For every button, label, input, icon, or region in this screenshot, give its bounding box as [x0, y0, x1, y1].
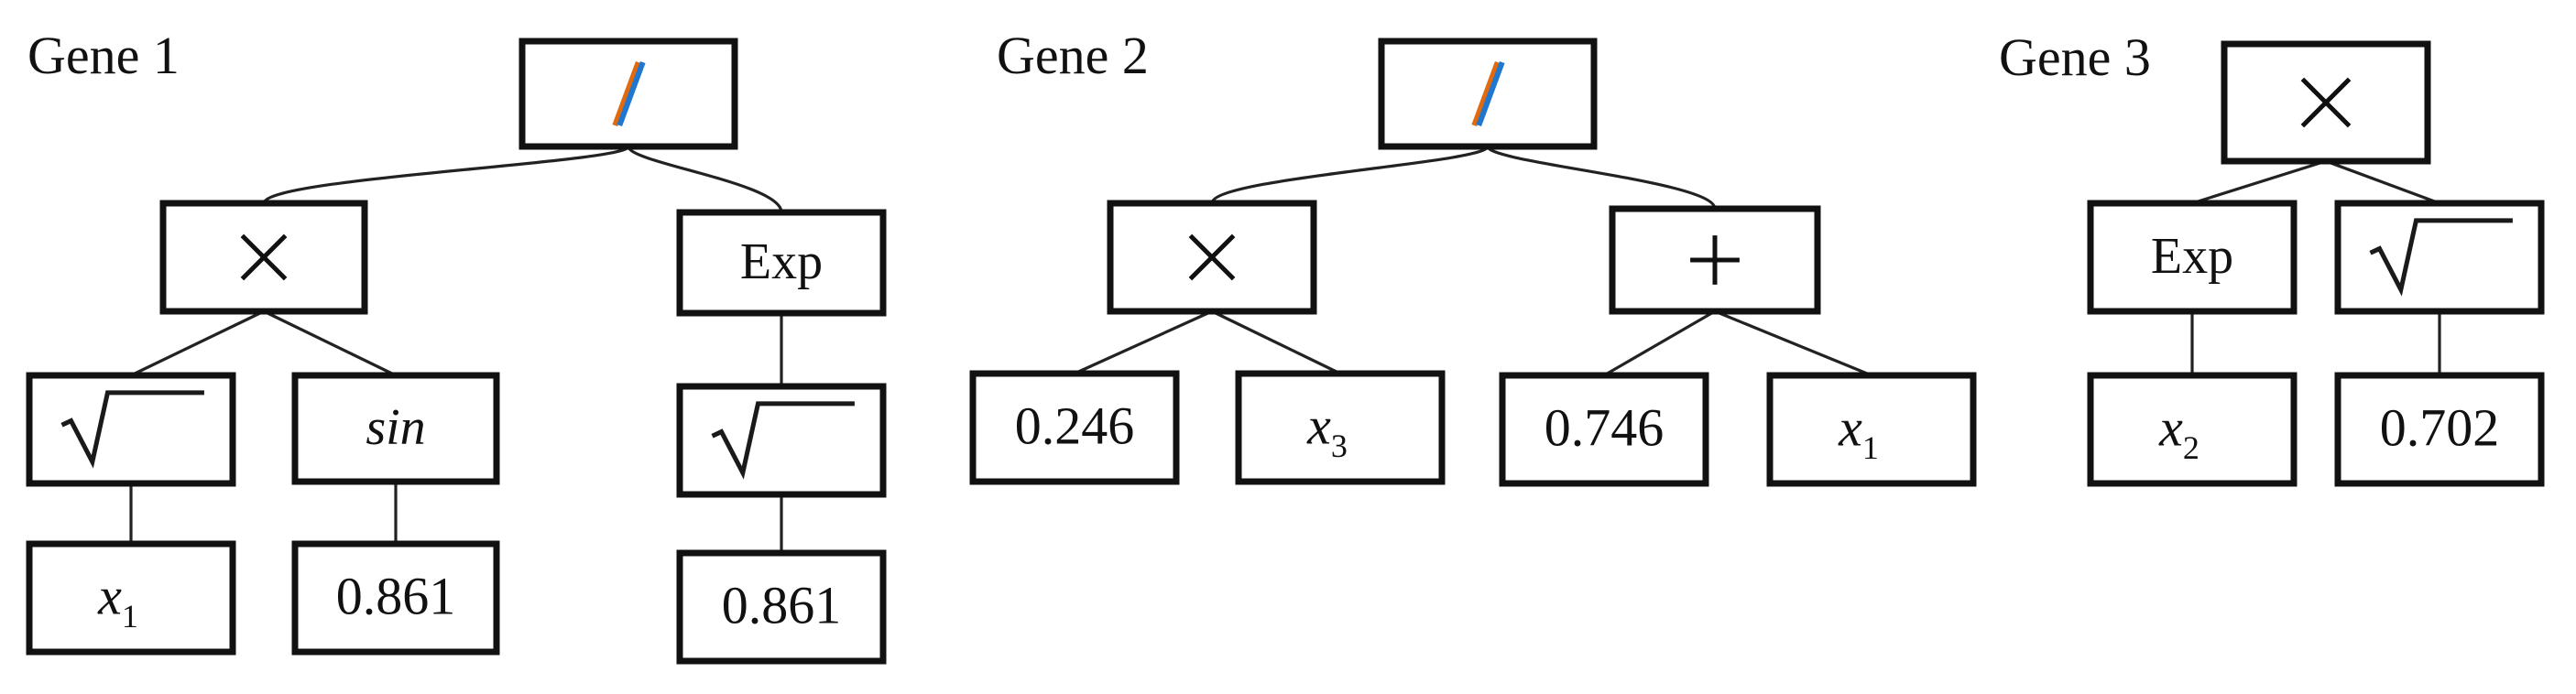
nodes-layer: Exp sin x1 0.861 0.861 0.246 x3 0.746 x1 Exp x2 0.7… — [26, 38, 2545, 665]
tree-edge-g2-add-to-g2-x1 — [1714, 309, 1872, 377]
tree-edge-g2-mul-to-g2-c246 — [1074, 309, 1213, 375]
node-label-g3-exp: Exp — [2151, 228, 2233, 285]
multiply-icon-stroke-2 — [240, 233, 288, 281]
node-subscript-g2-x3: 3 — [1331, 428, 1348, 464]
gene-label-1: Gene 1 — [27, 26, 180, 85]
divide-icon-stroke-right — [1476, 60, 1505, 127]
gene-label-2: Gene 2 — [997, 26, 1149, 85]
tree-edge-g2-mul-to-g2-x3 — [1211, 309, 1341, 375]
node-subscript-g2-x1: 1 — [1862, 429, 1879, 466]
tree-node-g2-root[interactable] — [1378, 38, 1598, 150]
divide-icon-stroke-right — [617, 60, 646, 127]
tree-node-g3-exp[interactable]: Exp — [2087, 200, 2298, 315]
node-box-g1-sin[interactable] — [291, 372, 500, 485]
tree-node-g2-x3[interactable]: x3 — [1235, 370, 1446, 485]
node-box-g3-x2[interactable] — [2087, 372, 2298, 487]
node-label-g3-c702: 0.702 — [2380, 397, 2500, 457]
node-box-g1-exp[interactable] — [676, 209, 887, 317]
node-subscript-g3-x2: 2 — [2183, 429, 2199, 466]
tree-node-g3-sqrt[interactable] — [2334, 200, 2545, 315]
tree-node-g3-c702[interactable]: 0.702 — [2334, 372, 2545, 487]
tree-edge-g1-mul-to-g1-sin — [263, 309, 397, 377]
tree-edge-g3-root-to-g3-sqrt — [2325, 159, 2440, 205]
node-label-g1-c861b: 0.861 — [722, 575, 842, 634]
tree-node-g1-sqrt1[interactable] — [26, 372, 236, 487]
tree-node-g1-root[interactable] — [518, 38, 738, 150]
gene-labels-layer: Gene 1 Gene 2 Gene 3 — [27, 26, 2151, 87]
tree-node-g1-x1[interactable]: x1 — [26, 540, 236, 656]
node-label-g2-c246: 0.246 — [1015, 396, 1135, 455]
node-label-g3-x2: x2 — [2158, 397, 2199, 466]
gene-label-3: Gene 3 — [1999, 27, 2151, 87]
node-box-g1-c861b[interactable] — [676, 549, 887, 665]
edges-layer — [129, 145, 2441, 553]
tree-node-g1-sin[interactable]: sin — [291, 372, 500, 485]
sqrt-icon — [711, 401, 855, 480]
sqrt-icon — [2369, 218, 2513, 297]
tree-node-g1-exp[interactable]: Exp — [676, 209, 887, 317]
tree-node-g1-mul[interactable] — [159, 200, 368, 315]
multiply-icon-stroke-2 — [2300, 77, 2352, 128]
node-label-g1-c861a: 0.861 — [336, 566, 456, 625]
node-box-g1-x1[interactable] — [26, 540, 236, 656]
tree-node-g2-c246[interactable]: 0.246 — [969, 370, 1180, 485]
node-box-g3-c702[interactable] — [2334, 372, 2545, 487]
tree-node-g3-x2[interactable]: x2 — [2087, 372, 2298, 487]
node-subscript-g1-x1: 1 — [122, 598, 138, 634]
divide-icon-stroke-left — [612, 60, 641, 127]
tree-edge-g2-root-to-g2-mul — [1210, 145, 1490, 204]
tree-node-g2-mul[interactable] — [1107, 200, 1317, 315]
tree-edge-g2-root-to-g2-add — [1486, 146, 1717, 210]
sqrt-icon — [60, 390, 204, 469]
node-box-g2-c246[interactable] — [969, 370, 1180, 485]
tree-edge-g3-root-to-g3-exp — [2191, 159, 2327, 205]
tree-node-g2-x1[interactable]: x1 — [1766, 372, 1977, 487]
node-label-g1-exp: Exp — [740, 233, 823, 290]
node-label-g1-sin: sin — [366, 399, 425, 456]
tree-node-g1-c861b[interactable]: 0.861 — [676, 549, 887, 665]
node-box-g2-c746[interactable] — [1499, 372, 1709, 487]
tree-node-g2-c746[interactable]: 0.746 — [1499, 372, 1709, 487]
divide-icon-stroke-left — [1471, 60, 1501, 127]
tree-edge-g1-mul-to-g1-sqrt1 — [130, 309, 265, 377]
node-box-g3-exp[interactable] — [2087, 200, 2298, 315]
multiply-icon-stroke-2 — [1188, 233, 1236, 281]
node-box-g2-x1[interactable] — [1766, 372, 1977, 487]
tree-edge-g2-add-to-g2-c746 — [1603, 309, 1716, 377]
node-box-g2-x3[interactable] — [1235, 370, 1446, 485]
tree-edge-g1-root-to-g1-mul — [262, 145, 630, 204]
node-box-g1-c861a[interactable] — [291, 540, 500, 656]
tree-node-g2-add[interactable] — [1609, 205, 1821, 315]
node-label-g2-c746: 0.746 — [1545, 397, 1665, 457]
tree-node-g3-root[interactable] — [2221, 40, 2431, 165]
tree-edge-g1-root-to-g1-exp — [627, 146, 783, 213]
tree-node-g1-sqrt2[interactable] — [676, 383, 887, 498]
tree-node-g1-c861a[interactable]: 0.861 — [291, 540, 500, 656]
